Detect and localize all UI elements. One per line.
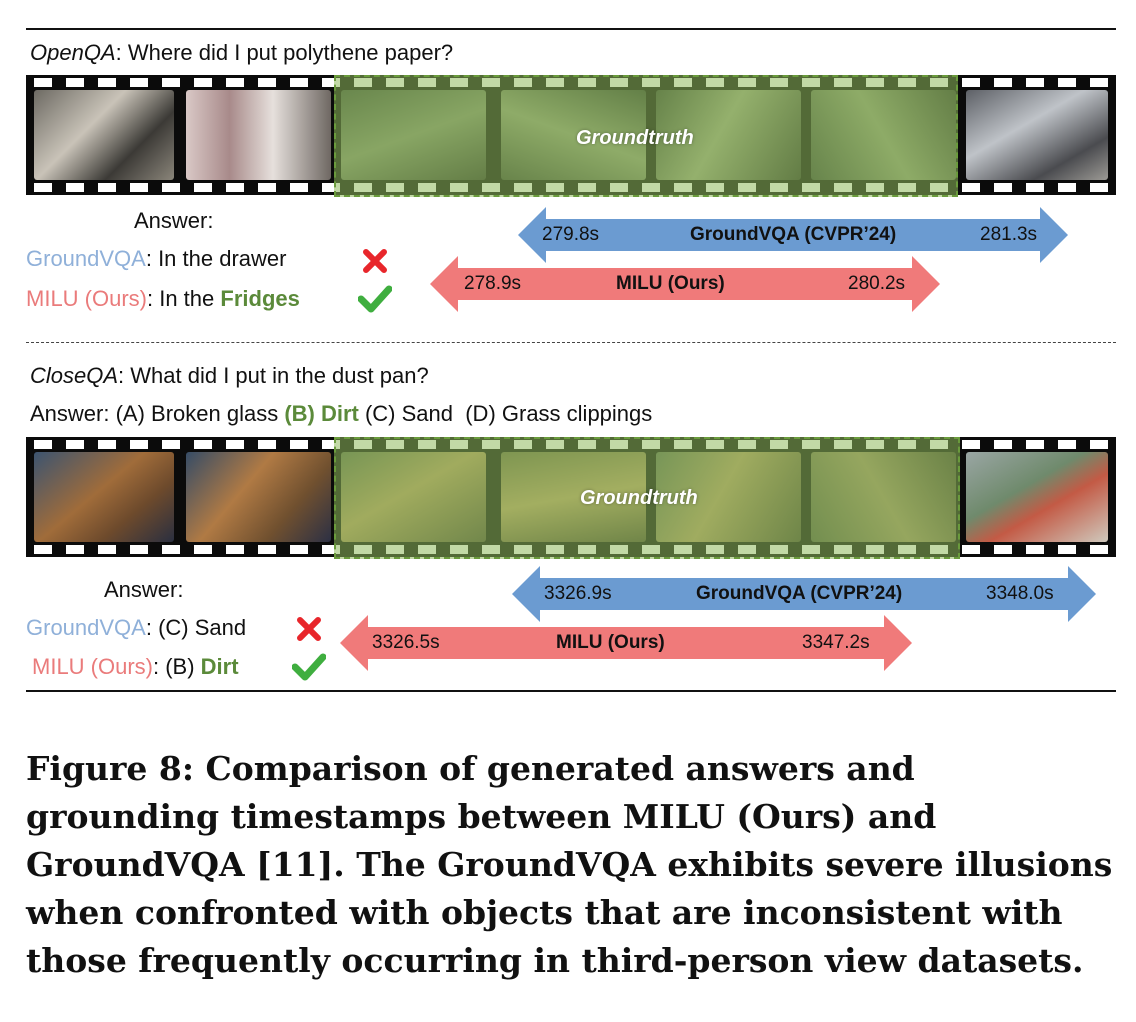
openqa-answer-header: Answer: [134,208,214,233]
milu-name: MILU (Ours) [26,286,147,311]
video-frame [34,90,174,180]
closeqa-groundvqa-arrow: 3326.9s GroundVQA (CVPR’24) 3348.0s [512,566,1096,622]
video-frame [186,452,331,542]
groundtruth-label: Groundtruth [580,487,698,509]
closeqa-options: Answer: (A) Broken glass (B) Dirt (C) Sa… [30,401,652,427]
video-frame [34,452,174,542]
closeqa-filmstrip: Groundtruth [26,437,1116,559]
option-correct: (B) Dirt [284,401,359,426]
arrow-end-label: 281.3s [980,224,1038,245]
check-icon [292,653,326,681]
arrow-name-label: GroundVQA (CVPR’24) [690,224,897,245]
arrow-start-label: 278.9s [464,273,522,294]
milu-answer-prefix: : (B) [153,654,201,679]
groundvqa-name: GroundVQA [26,246,146,271]
arrow-start-label: 279.8s [542,224,600,245]
arrow-name-label: GroundVQA (CVPR’24) [696,583,903,604]
arrow-start-label: 3326.9s [544,583,612,604]
groundtruth-region [334,75,958,197]
groundvqa-answer-text: : (C) Sand [145,615,247,640]
closeqa-question: CloseQA: What did I put in the dust pan? [30,363,429,389]
groundtruth-label: Groundtruth [576,127,694,149]
milu-answer-prefix: : In the [147,286,221,311]
video-frame [966,452,1108,542]
arrow-name-label: MILU (Ours) [556,632,665,653]
groundvqa-answer-text: : In the drawer [145,246,287,271]
closeqa-label: CloseQA [30,363,119,388]
openqa-milu-answer: MILU (Ours): In the Fridges [26,286,300,312]
openqa-label: OpenQA [30,40,116,65]
openqa-question-text: : Where did I put polythene paper? [115,40,454,65]
closeqa-milu-arrow: 3326.5s MILU (Ours) 3347.2s [340,615,912,671]
cross-icon [363,249,387,273]
openqa-milu-arrow: 278.9s MILU (Ours) 280.2s [430,256,940,312]
openqa-filmstrip: Groundtruth [26,75,1116,197]
arrow-end-label: 3347.2s [802,632,870,653]
top-rule [26,28,1116,30]
arrow-end-label: 3348.0s [986,583,1054,604]
milu-answer-highlight: Dirt [200,654,239,679]
figure-caption: Figure 8: Comparison of generated answer… [26,749,1113,980]
bottom-rule [26,690,1116,692]
options-prefix: Answer: (A) Broken glass [30,401,285,426]
video-frame [966,90,1108,180]
closeqa-question-text: : What did I put in the dust pan? [118,363,429,388]
video-frame [186,90,331,180]
options-rest: (C) Sand (D) Grass clippings [358,401,653,426]
milu-name: MILU (Ours) [32,654,153,679]
openqa-groundvqa-answer: GroundVQA: In the drawer [26,246,286,272]
section-separator [26,342,1116,343]
milu-answer-highlight: Fridges [220,286,300,311]
openqa-groundvqa-arrow: 279.8s GroundVQA (CVPR’24) 281.3s [518,207,1068,263]
cross-icon [297,617,321,641]
groundtruth-region [334,437,960,559]
closeqa-groundvqa-answer: GroundVQA: (C) Sand [26,615,246,641]
closeqa-answer-header: Answer: [104,577,184,602]
closeqa-milu-answer: MILU (Ours): (B) Dirt [32,654,239,680]
groundvqa-name: GroundVQA [26,615,146,640]
openqa-question: OpenQA: Where did I put polythene paper? [30,40,453,66]
check-icon [358,285,392,313]
arrow-name-label: MILU (Ours) [616,273,725,294]
arrow-end-label: 280.2s [848,273,906,294]
arrow-start-label: 3326.5s [372,632,440,653]
